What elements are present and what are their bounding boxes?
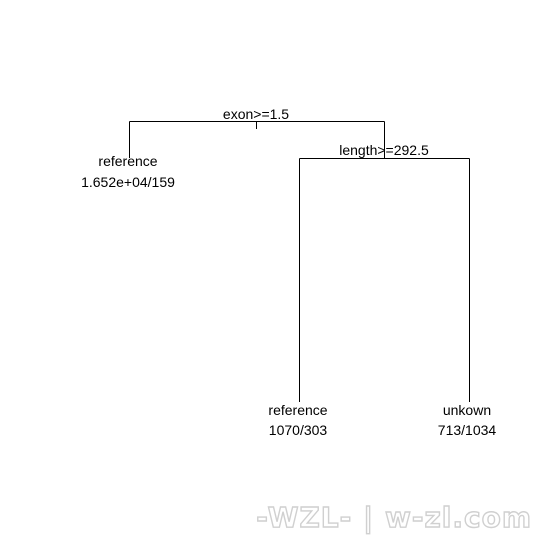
leaf-2-counts-label: 1070/303: [269, 422, 328, 438]
leaf-1-class-label: reference: [98, 153, 157, 169]
leaf-node-2: reference 1070/303: [268, 402, 327, 438]
leaf-2-class-label: reference: [268, 402, 327, 418]
leaf-3-class-label: unkown: [443, 402, 491, 418]
root-split: exon>=1.5: [129, 106, 385, 158]
leaf-node-3: unkown 713/1034: [438, 402, 497, 438]
leaf-node-1: reference 1.652e+04/159: [81, 153, 175, 190]
second-split: length>=292.5: [299, 142, 470, 402]
watermark-text: -WZL- | w-zl.com: [256, 501, 532, 534]
leaf-1-counts-label: 1.652e+04/159: [81, 174, 175, 190]
leaf-3-counts-label: 713/1034: [438, 422, 497, 438]
second-split-label: length>=292.5: [339, 142, 429, 158]
root-split-label: exon>=1.5: [223, 106, 289, 122]
